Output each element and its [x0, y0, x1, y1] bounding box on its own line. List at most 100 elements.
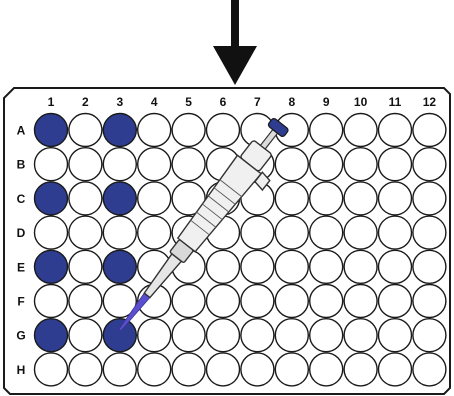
empty-well	[103, 148, 136, 181]
empty-well	[241, 319, 274, 352]
empty-well	[310, 148, 343, 181]
empty-well	[310, 250, 343, 283]
empty-well	[275, 353, 308, 386]
row-label: C	[17, 192, 26, 206]
empty-well	[138, 216, 171, 249]
column-label: 6	[220, 95, 227, 109]
empty-well	[241, 285, 274, 318]
empty-well	[69, 353, 102, 386]
column-label: 8	[288, 95, 295, 109]
empty-well	[207, 285, 240, 318]
row-label: G	[16, 329, 25, 343]
row-label: E	[17, 260, 25, 274]
empty-well	[35, 353, 68, 386]
filled-well	[35, 319, 68, 352]
empty-well	[172, 114, 205, 147]
empty-well	[241, 216, 274, 249]
empty-well	[413, 114, 446, 147]
empty-well	[275, 250, 308, 283]
column-label: 12	[423, 95, 437, 109]
empty-well	[69, 216, 102, 249]
empty-well	[413, 182, 446, 215]
empty-well	[413, 216, 446, 249]
empty-well	[413, 285, 446, 318]
empty-well	[275, 182, 308, 215]
column-label: 10	[354, 95, 368, 109]
empty-well	[413, 148, 446, 181]
empty-well	[413, 353, 446, 386]
empty-well	[207, 114, 240, 147]
empty-well	[69, 148, 102, 181]
empty-well	[138, 114, 171, 147]
empty-well	[379, 216, 412, 249]
empty-well	[344, 114, 377, 147]
filled-well	[35, 182, 68, 215]
filled-well	[103, 250, 136, 283]
empty-well	[207, 250, 240, 283]
empty-well	[138, 182, 171, 215]
column-label: 9	[323, 95, 330, 109]
empty-well	[103, 216, 136, 249]
column-label: 2	[82, 95, 89, 109]
empty-well	[207, 353, 240, 386]
empty-well	[310, 216, 343, 249]
empty-well	[69, 250, 102, 283]
empty-well	[379, 148, 412, 181]
empty-well	[172, 285, 205, 318]
empty-well	[138, 148, 171, 181]
column-label: 7	[254, 95, 261, 109]
row-label: H	[17, 363, 26, 377]
filled-well	[103, 114, 136, 147]
column-label: 3	[116, 95, 123, 109]
empty-well	[379, 182, 412, 215]
column-label: 11	[389, 95, 402, 109]
filled-well	[35, 114, 68, 147]
row-label: A	[17, 124, 26, 138]
empty-well	[344, 353, 377, 386]
row-label: B	[17, 158, 26, 172]
down-arrow-icon	[213, 0, 257, 85]
empty-well	[413, 319, 446, 352]
empty-well	[69, 114, 102, 147]
empty-well	[275, 319, 308, 352]
empty-well	[69, 285, 102, 318]
empty-well	[379, 285, 412, 318]
empty-well	[103, 353, 136, 386]
empty-well	[344, 319, 377, 352]
down-arrow-head	[213, 46, 257, 85]
empty-well	[310, 114, 343, 147]
empty-well	[344, 285, 377, 318]
row-label: F	[17, 295, 24, 309]
filled-well	[103, 182, 136, 215]
empty-well	[310, 285, 343, 318]
empty-well	[344, 148, 377, 181]
empty-well	[379, 250, 412, 283]
empty-well	[35, 285, 68, 318]
empty-well	[35, 216, 68, 249]
filled-well	[35, 250, 68, 283]
column-label: 4	[151, 95, 158, 109]
empty-well	[172, 353, 205, 386]
filled-well	[103, 319, 136, 352]
empty-well	[413, 250, 446, 283]
empty-well	[275, 216, 308, 249]
empty-well	[310, 319, 343, 352]
empty-well	[344, 182, 377, 215]
empty-well	[275, 148, 308, 181]
column-label: 1	[48, 95, 55, 109]
down-arrow-shaft	[231, 0, 239, 48]
empty-well	[207, 319, 240, 352]
empty-well	[138, 353, 171, 386]
empty-well	[379, 353, 412, 386]
empty-well	[172, 148, 205, 181]
empty-well	[35, 148, 68, 181]
column-label: 5	[185, 95, 192, 109]
empty-well	[241, 353, 274, 386]
row-label: D	[17, 226, 26, 240]
empty-well	[69, 182, 102, 215]
empty-well	[310, 182, 343, 215]
empty-well	[241, 250, 274, 283]
empty-well	[344, 250, 377, 283]
